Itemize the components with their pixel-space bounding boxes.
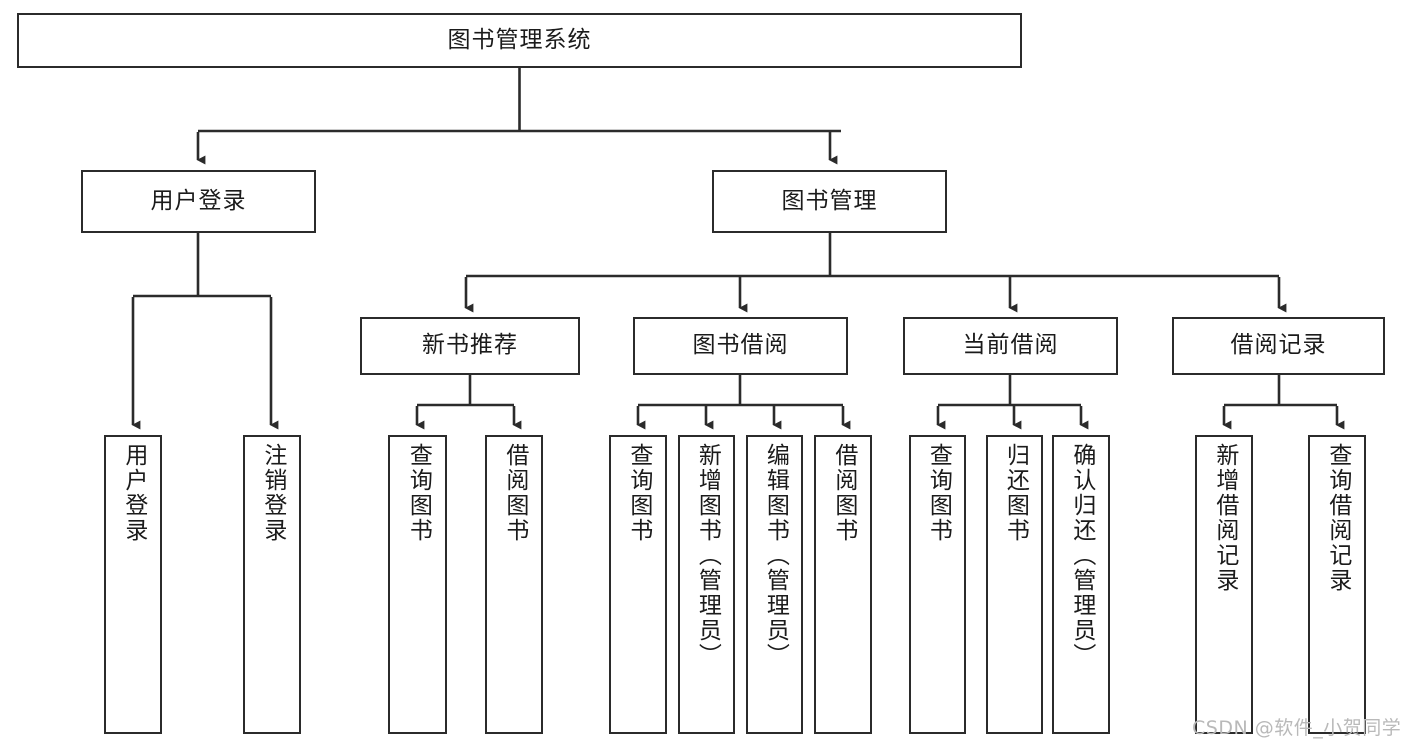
leaf-query-borrow-record[interactable]: 查询借阅记录 bbox=[1308, 435, 1366, 734]
leaf-return-book[interactable]: 归还图书 bbox=[986, 435, 1043, 734]
leaf-query-book-current[interactable]: 查询图书 bbox=[909, 435, 966, 734]
node-label: 用户登录 bbox=[120, 443, 147, 543]
leaf-query-book-recommend[interactable]: 查询图书 bbox=[388, 435, 447, 734]
node-book-management[interactable]: 图书管理 bbox=[712, 170, 947, 233]
node-label: 查询图书 bbox=[405, 443, 432, 543]
leaf-add-book-admin[interactable]: 新增图书（管理员） bbox=[678, 435, 735, 734]
node-label: 新书推荐 bbox=[422, 332, 518, 359]
csdn-watermark: CSDN @软件_小贺同学 bbox=[1192, 717, 1402, 739]
node-label: 借阅记录 bbox=[1230, 332, 1327, 359]
leaf-confirm-return-admin[interactable]: 确认归还（管理员） bbox=[1052, 435, 1110, 734]
node-label: 查询借阅记录 bbox=[1324, 443, 1351, 593]
node-current-borrow[interactable]: 当前借阅 bbox=[903, 317, 1118, 375]
node-label: 新增借阅记录 bbox=[1211, 443, 1238, 593]
leaf-borrow-book-recommend[interactable]: 借阅图书 bbox=[485, 435, 543, 734]
node-label: 归还图书 bbox=[1002, 443, 1029, 543]
node-label: 新增图书（管理员） bbox=[694, 443, 721, 668]
node-label: 注销登录 bbox=[259, 443, 286, 543]
node-user-login[interactable]: 用户登录 bbox=[81, 170, 316, 233]
node-label: 查询图书 bbox=[925, 443, 952, 543]
node-root-system[interactable]: 图书管理系统 bbox=[17, 13, 1022, 68]
node-label: 图书借阅 bbox=[692, 332, 789, 359]
leaf-user-login[interactable]: 用户登录 bbox=[104, 435, 162, 734]
node-label: 确认归还（管理员） bbox=[1068, 443, 1095, 668]
node-new-book-recommend[interactable]: 新书推荐 bbox=[360, 317, 580, 375]
leaf-edit-book-admin[interactable]: 编辑图书（管理员） bbox=[746, 435, 803, 734]
leaf-borrow-book[interactable]: 借阅图书 bbox=[814, 435, 872, 734]
node-label: 图书管理系统 bbox=[447, 26, 592, 53]
node-label: 当前借阅 bbox=[962, 332, 1059, 359]
node-label: 图书管理 bbox=[781, 187, 878, 214]
node-label: 用户登录 bbox=[150, 187, 247, 214]
node-label: 编辑图书（管理员） bbox=[762, 443, 789, 668]
leaf-query-book-borrow[interactable]: 查询图书 bbox=[609, 435, 667, 734]
node-label: 借阅图书 bbox=[501, 443, 528, 543]
leaf-logout[interactable]: 注销登录 bbox=[243, 435, 301, 734]
node-label: 借阅图书 bbox=[830, 443, 857, 543]
node-book-borrow[interactable]: 图书借阅 bbox=[633, 317, 848, 375]
node-borrow-record[interactable]: 借阅记录 bbox=[1172, 317, 1385, 375]
node-label: 查询图书 bbox=[625, 443, 652, 543]
leaf-add-borrow-record[interactable]: 新增借阅记录 bbox=[1195, 435, 1253, 734]
